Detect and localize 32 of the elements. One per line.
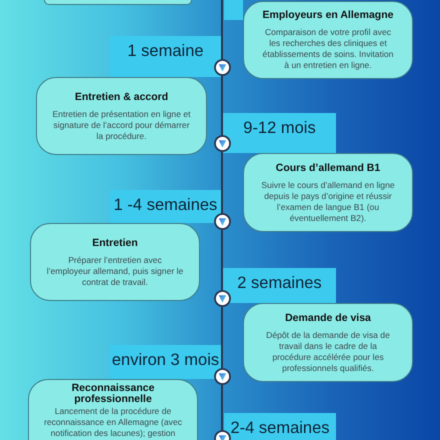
step-card [243,1,413,79]
step-title: Entretien [92,236,138,248]
step-title: Employeurs en Allemagne [262,9,394,21]
step-title: Reconnaissance professionnelle [70,383,156,405]
step-card [28,379,198,440]
step-card [44,0,192,5]
step-description: Lancement de la procédure de reconnaissance en Allemagne (avec notification des lacunes); gestion [43,406,183,439]
duration-band [223,113,336,153]
duration-label: 9-12 mois [243,119,316,138]
duration-band [224,0,243,20]
step-description: Entretien de présentation en ligne et signature de l’accord pour démarrer la procédure. [52,108,191,142]
step-card [243,153,413,232]
step-card [36,77,207,155]
step-description: Dépôt de la demande de visa de travail dans le cadre de la procédure accélérée pour les professionnels qualifiés. [265,330,391,374]
duration-label: environ 3 mois [112,351,220,370]
step-description: Suivre le cours d’allemand en ligne depuis le pays d’origine et réussir l’examen de langue B1 (ou éventuellement B2). [260,180,396,224]
duration-label: 1 -4 semaines [114,196,218,215]
step-title: Entretien & accord [74,90,168,102]
duration-label: 2-4 semaines [230,419,330,438]
duration-label: 2 semaines [237,274,322,293]
duration-band [224,413,336,440]
step-card [243,303,413,382]
step-title: Cours d’allemand B1 [276,162,380,174]
duration-band [110,36,221,77]
step-title: Demande de visa [285,312,371,324]
duration-label: 1 semaine [127,42,204,61]
duration-band [110,190,221,223]
duration-band [110,345,221,379]
step-description: Préparer l’entretien avec l’employeur allemand, puis signer le contrat de travail. [46,254,184,288]
duration-band [223,268,336,303]
step-card [30,223,200,301]
step-description: Comparaison de votre profil avec les recherches des cliniques et établissements de soins. Invitation à un entretien en ligne. [262,27,394,71]
